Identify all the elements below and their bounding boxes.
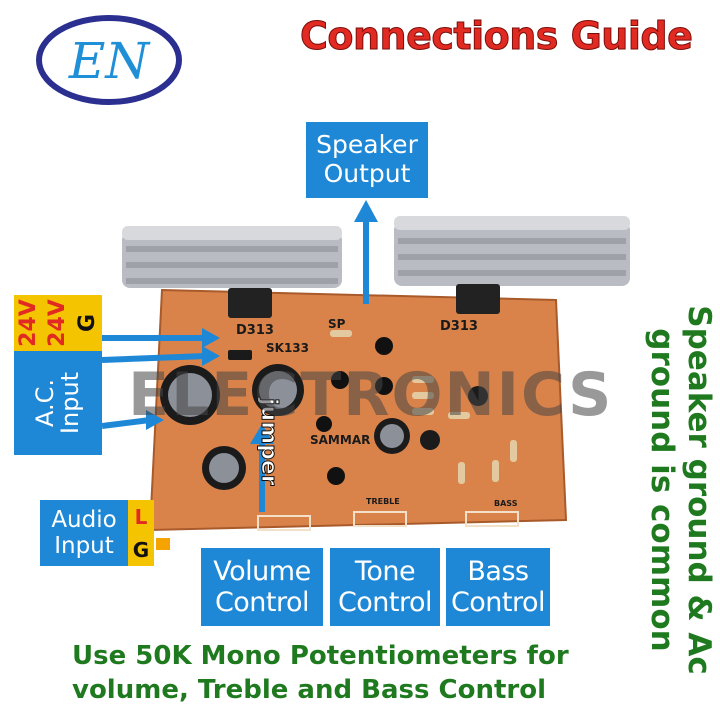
logo-text: EN bbox=[68, 32, 151, 90]
watermark: EN ELECTRONICS bbox=[10, 360, 614, 430]
ac-pin-24v-b: 24V bbox=[45, 299, 71, 347]
audio-input-line1: Audio bbox=[51, 506, 117, 533]
potentiometer-note: Use 50K Mono Potentiometers for volume, … bbox=[72, 640, 632, 708]
silk-sk: SK133 bbox=[266, 341, 309, 355]
jumper-label: jumper bbox=[256, 397, 281, 486]
left-heatsink bbox=[122, 226, 342, 288]
bass-control-label: Bass Control bbox=[446, 548, 550, 626]
silk-bass: BASS bbox=[494, 499, 518, 508]
audio-input-line2: Input bbox=[54, 533, 114, 559]
silk-d313-right: D313 bbox=[440, 319, 478, 334]
audio-pin-marker bbox=[156, 538, 170, 550]
bass-line2: Control bbox=[450, 587, 546, 618]
volume-line2: Control bbox=[214, 587, 310, 618]
silk-sp: SP bbox=[328, 317, 346, 331]
silk-treble: TREBLE bbox=[366, 497, 400, 506]
volume-control-label: Volume Control bbox=[201, 548, 323, 626]
audio-pins: L G bbox=[128, 500, 154, 566]
tone-line1: Tone bbox=[354, 555, 416, 587]
ac-input-text: A.C. Input bbox=[14, 351, 102, 455]
potentiometer-note-line1: Use 50K Mono Potentiometers for bbox=[72, 641, 569, 671]
page-title: Connections Guide bbox=[299, 14, 693, 59]
ac-input-label: A.C. Input 24V 24V G bbox=[14, 295, 102, 455]
audio-pin-left: L bbox=[134, 504, 148, 529]
ac-voltage-pins: 24V 24V G bbox=[14, 295, 102, 351]
ac-pin-ground: G bbox=[74, 313, 100, 333]
ground-note-line2: ground is common bbox=[644, 328, 680, 652]
volume-line1: Volume bbox=[213, 555, 311, 587]
audio-input-label: Audio Input bbox=[40, 500, 128, 566]
ac-input-line2: Input bbox=[56, 371, 84, 435]
bass-line1: Bass bbox=[467, 555, 529, 587]
speaker-output-label: Speaker Output bbox=[306, 122, 428, 198]
en-logo: EN bbox=[36, 15, 182, 105]
potentiometer-note-line2: volume, Treble and Bass Control bbox=[72, 674, 546, 705]
ac-pin-24v-a: 24V bbox=[16, 299, 42, 347]
silk-sammar: SAMMAR bbox=[310, 433, 370, 447]
connection-arrows bbox=[101, 200, 378, 512]
tone-line2: Control bbox=[337, 587, 433, 618]
right-heatsink bbox=[394, 216, 630, 286]
speaker-output-line1: Speaker bbox=[316, 130, 418, 160]
ground-note-line1: Speaker ground & Ac bbox=[681, 305, 718, 675]
tone-control-label: Tone Control bbox=[330, 548, 440, 626]
silk-d313-left: D313 bbox=[236, 323, 274, 338]
ac-input-line1: A.C. bbox=[30, 379, 59, 428]
audio-pin-ground: G bbox=[132, 537, 150, 562]
speaker-output-line2: Output bbox=[323, 159, 411, 188]
ground-note: Speaker ground & Ac ground is common bbox=[644, 290, 717, 690]
